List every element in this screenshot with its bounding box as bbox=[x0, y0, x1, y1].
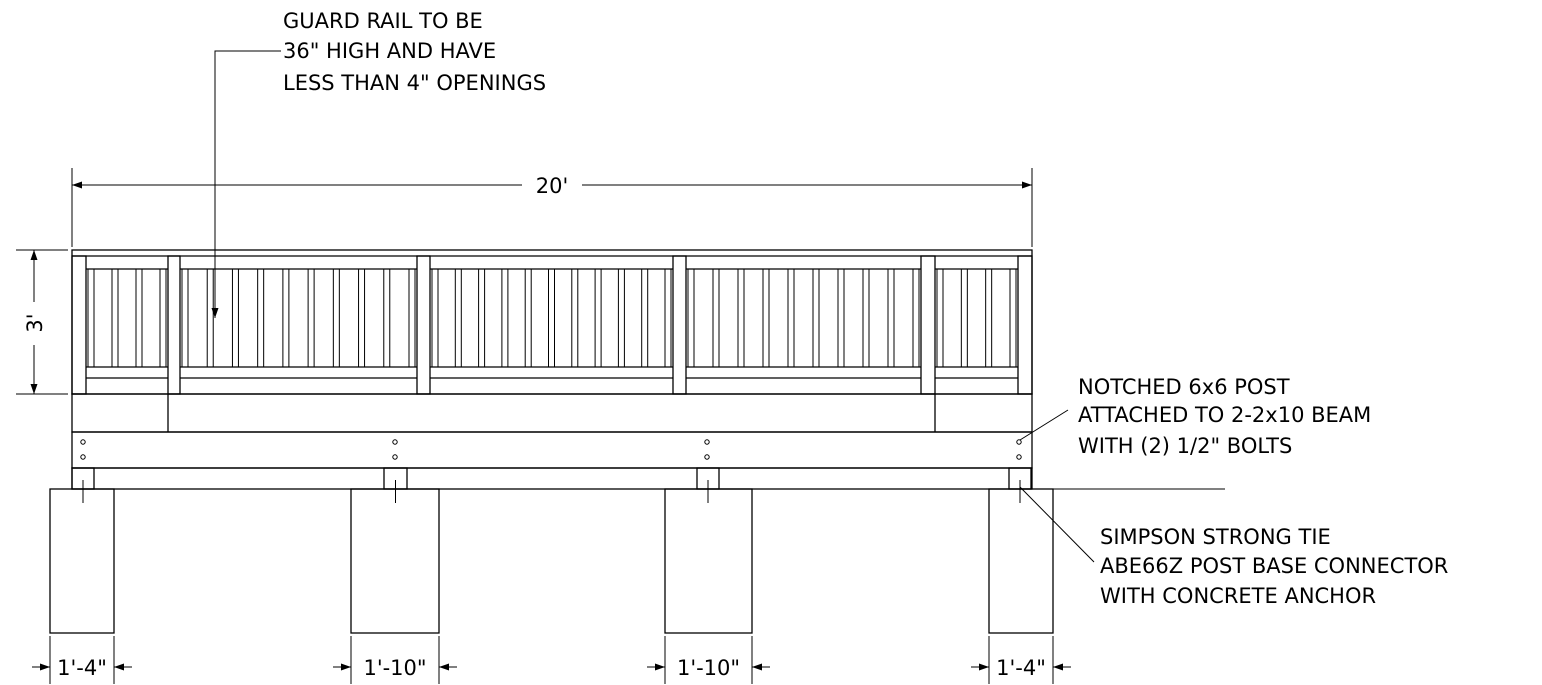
bolt bbox=[1016, 439, 1022, 445]
overall-length-label: 20' bbox=[536, 174, 569, 198]
footing-width-label: 1'-10" bbox=[363, 656, 426, 680]
beam bbox=[71, 431, 1033, 490]
post-note-line-1: NOTCHED 6x6 POST bbox=[1078, 375, 1290, 399]
rail-post bbox=[1017, 255, 1033, 395]
rim-board bbox=[71, 393, 1033, 433]
rail-post bbox=[167, 255, 181, 395]
beam-bolts bbox=[80, 439, 1022, 460]
guard-rail-note: GUARD RAIL TO BE 36" HIGH AND HAVE LESS … bbox=[283, 9, 546, 95]
bolt bbox=[80, 454, 86, 460]
bolt bbox=[392, 454, 398, 460]
bolt bbox=[704, 439, 710, 445]
guard-rail bbox=[71, 249, 1033, 395]
rail-post bbox=[672, 255, 687, 395]
concrete-footing bbox=[664, 488, 753, 634]
guard-rail-note-line-3: LESS THAN 4" OPENINGS bbox=[283, 71, 546, 95]
footing-dimensions: 1'-4" 1'-10" 1'-10" 1'-4" bbox=[32, 636, 1071, 684]
footing-width-label: 1'-4" bbox=[57, 656, 107, 680]
footings bbox=[49, 467, 1054, 634]
concrete-footing bbox=[49, 488, 115, 634]
guard-rail-note-line-2: 36" HIGH AND HAVE bbox=[283, 39, 496, 63]
post-note-line-3: WITH (2) 1/2" BOLTS bbox=[1078, 434, 1292, 458]
guard-rail-leader bbox=[211, 50, 281, 318]
connector-note-line-3: WITH CONCRETE ANCHOR bbox=[1100, 584, 1376, 608]
footing-width-label: 1'-10" bbox=[677, 656, 740, 680]
beam-2-2x10 bbox=[71, 431, 1033, 469]
connector-note-line-1: SIMPSON STRONG TIE bbox=[1100, 525, 1331, 549]
post-note-leader bbox=[1019, 409, 1069, 441]
bolt bbox=[704, 454, 710, 460]
footing-width-label: 1'-4" bbox=[996, 656, 1046, 680]
rail-balusters bbox=[71, 255, 1033, 395]
rail-post bbox=[416, 255, 431, 395]
bolt bbox=[1016, 454, 1022, 460]
beam-bottom-band bbox=[71, 467, 1033, 490]
connector-note: SIMPSON STRONG TIE ABE66Z POST BASE CONN… bbox=[1100, 525, 1448, 608]
deck-band bbox=[71, 393, 1033, 433]
post-note: NOTCHED 6x6 POST ATTACHED TO 2-2x10 BEAM… bbox=[1078, 375, 1371, 458]
bolt bbox=[392, 439, 398, 445]
concrete-footing bbox=[350, 488, 440, 634]
connector-note-leader bbox=[1019, 486, 1095, 563]
guard-rail-note-line-1: GUARD RAIL TO BE bbox=[283, 9, 483, 33]
overall-length-dimension: 20' bbox=[71, 168, 1033, 247]
rail-height-dimension: 3' bbox=[16, 249, 68, 395]
rail-height-label: 3' bbox=[23, 313, 47, 332]
rail-post bbox=[71, 255, 87, 395]
connector-note-line-2: ABE66Z POST BASE CONNECTOR bbox=[1100, 554, 1448, 578]
post-note-line-2: ATTACHED TO 2-2x10 BEAM bbox=[1078, 403, 1371, 427]
bolt bbox=[80, 439, 86, 445]
rail-post bbox=[920, 255, 936, 395]
